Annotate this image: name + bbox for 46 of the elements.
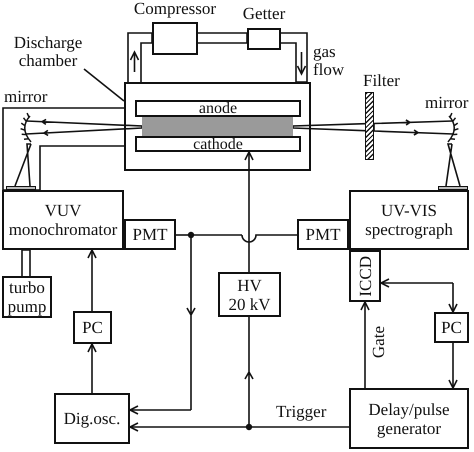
signal-line bbox=[380, 278, 458, 313]
part-label: mirror bbox=[4, 88, 48, 106]
part-label: Compressor bbox=[134, 0, 216, 18]
light-beam bbox=[445, 143, 461, 187]
signal-line bbox=[244, 151, 254, 272]
signal-line bbox=[87, 343, 97, 393]
filter-plate bbox=[365, 92, 374, 160]
discharge-chamber bbox=[124, 82, 311, 171]
spectrograph-box: UV-VIS spectrograph bbox=[349, 190, 469, 250]
anode-plate: anode bbox=[135, 100, 301, 117]
edge-label: gas flow bbox=[313, 43, 344, 79]
light-beam bbox=[373, 119, 454, 136]
part-label: mirror bbox=[425, 94, 468, 112]
vacuum-pipe bbox=[2, 107, 125, 191]
compressor-box bbox=[152, 22, 198, 55]
pmt-box: PMT bbox=[297, 219, 349, 250]
part-label: Filter bbox=[363, 72, 400, 90]
gas-pipe bbox=[127, 32, 153, 83]
light-beam bbox=[25, 118, 143, 136]
signal-line bbox=[176, 234, 191, 236]
mirror-symbol bbox=[447, 112, 460, 143]
turbo-pump-box: turbo pump bbox=[2, 276, 52, 318]
cathode-plate: cathode bbox=[135, 136, 301, 152]
pc-box: PC bbox=[73, 311, 112, 344]
light-beam bbox=[14, 143, 32, 187]
iccd-box: ICCD bbox=[349, 250, 381, 302]
part-label: Getter bbox=[242, 5, 286, 23]
getter-box bbox=[247, 28, 281, 50]
edge-label: Gate bbox=[370, 326, 388, 358]
gas-pipe bbox=[280, 32, 308, 83]
signal-line bbox=[87, 249, 97, 311]
hv-supply-box: HV 20 kV bbox=[218, 272, 281, 317]
light-beam bbox=[292, 122, 366, 132]
oscilloscope-box: Dig.osc. bbox=[54, 393, 130, 444]
pump-line bbox=[21, 249, 31, 277]
gas-pipe bbox=[197, 32, 248, 44]
signal-line bbox=[448, 343, 458, 389]
callout-text: Discharge chamber bbox=[10, 34, 86, 70]
pulse-generator-box: Delay/pulse generator bbox=[349, 388, 469, 449]
mirror-symbol bbox=[19, 112, 32, 143]
monochromator-box: VUV monochromator bbox=[2, 190, 124, 250]
signal-line bbox=[360, 301, 370, 388]
leader-line bbox=[84, 68, 124, 102]
pmt-box: PMT bbox=[124, 219, 176, 250]
pc-box: PC bbox=[434, 312, 469, 343]
discharge-region bbox=[142, 117, 293, 136]
